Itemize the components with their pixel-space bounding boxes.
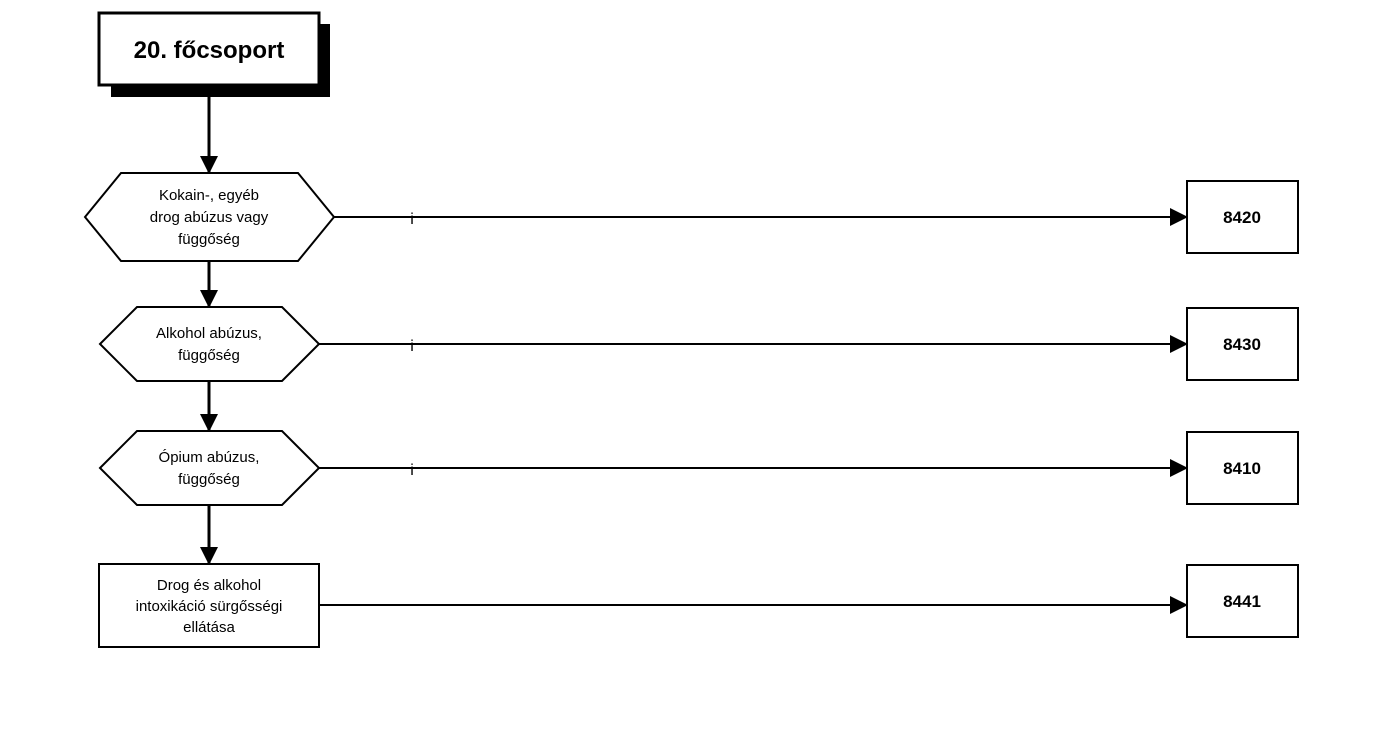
- horizontal-connectors: i i i: [319, 208, 1188, 614]
- title-box: [97, 11, 321, 87]
- decision-hexagon-2: [98, 306, 321, 382]
- decision-1-line-2: drog abúzus vagy: [150, 209, 269, 226]
- code-box-2: 8430: [1186, 307, 1299, 381]
- process-line-3: ellátása: [183, 619, 235, 636]
- process-node: Drog és alkohol intoxikáció sürgősségi e…: [98, 563, 320, 648]
- decision-2-line-2: függőség: [178, 347, 240, 364]
- decision-1-line-1: Kokain-, egyéb: [159, 187, 259, 204]
- title-node: 20. főcsoport: [97, 11, 330, 97]
- code-box-1: 8420: [1186, 180, 1299, 254]
- code-box-1-rect: [1186, 180, 1299, 254]
- decision-1-line-3: függőség: [178, 231, 240, 248]
- decision-2-yes-label: i: [410, 338, 414, 355]
- decision-3-yes-label: i: [410, 462, 414, 479]
- code-box-4-text: 8441: [1223, 592, 1261, 611]
- code-box-4-rect: [1186, 564, 1299, 638]
- code-box-4: 8441: [1186, 564, 1299, 638]
- decision-3-line-1: Ópium abúzus,: [159, 449, 260, 466]
- decision-node-1: Kokain-, egyéb drog abúzus vagy függőség: [83, 172, 336, 262]
- title-text: 20. főcsoport: [134, 37, 285, 64]
- decision-node-2: Alkohol abúzus, függőség: [98, 306, 321, 382]
- code-box-3-rect: [1186, 431, 1299, 505]
- code-box-3-text: 8410: [1223, 459, 1261, 478]
- code-box-1-text: 8420: [1223, 208, 1261, 227]
- decision-node-3: Ópium abúzus, függőség: [98, 430, 321, 506]
- code-box-3: 8410: [1186, 431, 1299, 505]
- decision-2-line-1: Alkohol abúzus,: [156, 325, 262, 342]
- code-box-2-text: 8430: [1223, 335, 1261, 354]
- code-box-2-rect: [1186, 307, 1299, 381]
- decision-3-line-2: függőség: [178, 471, 240, 488]
- process-line-2: intoxikáció sürgősségi: [136, 598, 283, 615]
- decision-hexagon-3: [98, 430, 321, 506]
- process-line-1: Drog és alkohol: [157, 577, 261, 594]
- decision-1-yes-label: i: [410, 211, 414, 228]
